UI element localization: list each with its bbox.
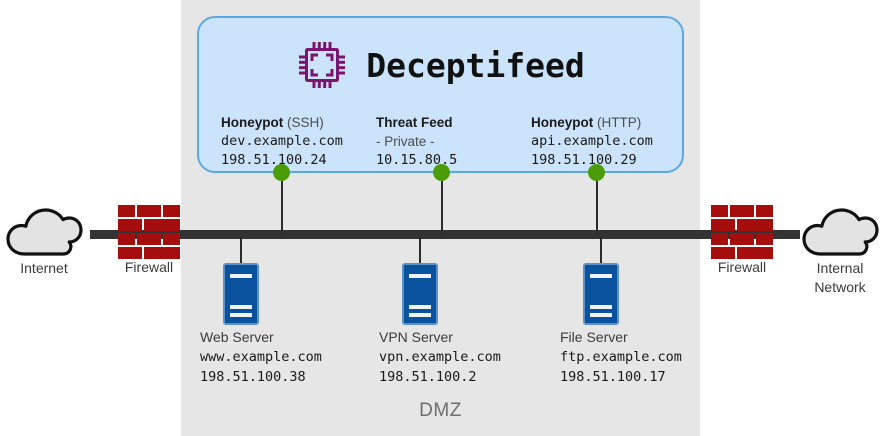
server-ip: 198.51.100.17 [560, 369, 666, 385]
service-name-text: Honeypot [531, 115, 594, 130]
connector-line-threat-feed [441, 172, 443, 234]
connector-line-honeypot-http [596, 172, 598, 234]
dmz-label: DMZ [419, 400, 462, 421]
firewall-label-right: Firewall [717, 259, 767, 275]
server-bar [590, 313, 612, 317]
server-title: File Server [560, 329, 628, 345]
deceptifeed-header: Deceptifeed [199, 34, 682, 96]
connection-dot-honeypot-http [588, 164, 605, 181]
connection-dot-threat-feed [433, 164, 450, 181]
server-host: ftp.example.com [560, 349, 682, 365]
service-ip: 198.51.100.29 [531, 152, 637, 168]
service-name: Honeypot (SSH) [221, 114, 376, 132]
service-protocol: (SSH) [287, 115, 324, 130]
cloud-label-line1: Internal [816, 260, 864, 276]
cpu-chip-icon [296, 39, 348, 91]
cloud-label-line2: Network [814, 279, 866, 295]
connection-dot-honeypot-ssh [273, 164, 290, 181]
service-honeypot-http: Honeypot (HTTP) api.example.com 198.51.1… [531, 114, 686, 170]
server-tower-icon [223, 263, 259, 325]
service-host: api.example.com [531, 133, 653, 149]
cloud-label-line1: Internet [20, 260, 68, 276]
service-ip: 198.51.100.24 [221, 152, 327, 168]
server-title: VPN Server [379, 329, 453, 345]
service-name: Honeypot (HTTP) [531, 114, 686, 132]
server-bar [590, 274, 612, 278]
service-name-text: Honeypot [221, 115, 284, 130]
connector-line-file-server [600, 236, 602, 266]
server-bar [409, 305, 431, 309]
service-name-text: Threat Feed [376, 115, 453, 130]
service-name: Threat Feed [376, 114, 531, 132]
service-ip: 10.15.80.5 [376, 152, 458, 168]
server-ip: 198.51.100.38 [200, 369, 306, 385]
server-ip: 198.51.100.2 [379, 369, 477, 385]
server-host: www.example.com [200, 349, 322, 365]
cloud-icon [801, 202, 879, 260]
deceptifeed-service-columns: Honeypot (SSH) dev.example.com 198.51.10… [221, 114, 664, 170]
service-honeypot-ssh: Honeypot (SSH) dev.example.com 198.51.10… [221, 114, 376, 170]
connector-line-honeypot-ssh [281, 172, 283, 234]
service-threat-feed: Threat Feed - Private - 10.15.80.5 [376, 114, 531, 170]
server-bar [230, 305, 252, 309]
server-bar [230, 313, 252, 317]
brick-wall-icon [118, 205, 180, 263]
vpn-server-label: VPN Server vpn.example.com 198.51.100.2 [379, 327, 579, 387]
deceptifeed-title: Deceptifeed [366, 45, 585, 85]
server-bar [230, 274, 252, 278]
server-tower-icon [583, 263, 619, 325]
connector-line-web-server [240, 236, 242, 266]
connector-line-vpn-server [419, 236, 421, 266]
brick-wall-icon [711, 205, 773, 263]
file-server-label: File Server ftp.example.com 198.51.100.1… [560, 327, 760, 387]
cloud-label-internal-network: Internal Network [780, 259, 884, 297]
service-host: dev.example.com [221, 133, 343, 149]
web-server-label: Web Server www.example.com 198.51.100.38 [200, 327, 400, 387]
network-backbone-line [90, 230, 800, 239]
server-bar [409, 313, 431, 317]
server-bar [590, 305, 612, 309]
server-host: vpn.example.com [379, 349, 501, 365]
service-protocol: (HTTP) [597, 115, 642, 130]
service-host: - Private - [376, 134, 435, 149]
cloud-icon [5, 202, 83, 260]
cloud-label-internet: Internet [0, 259, 104, 278]
deceptifeed-panel: Deceptifeed Honeypot (SSH) dev.example.c… [197, 16, 684, 173]
server-title: Web Server [200, 329, 274, 345]
server-bar [409, 274, 431, 278]
firewall-label-left: Firewall [124, 259, 174, 275]
server-tower-icon [402, 263, 438, 325]
